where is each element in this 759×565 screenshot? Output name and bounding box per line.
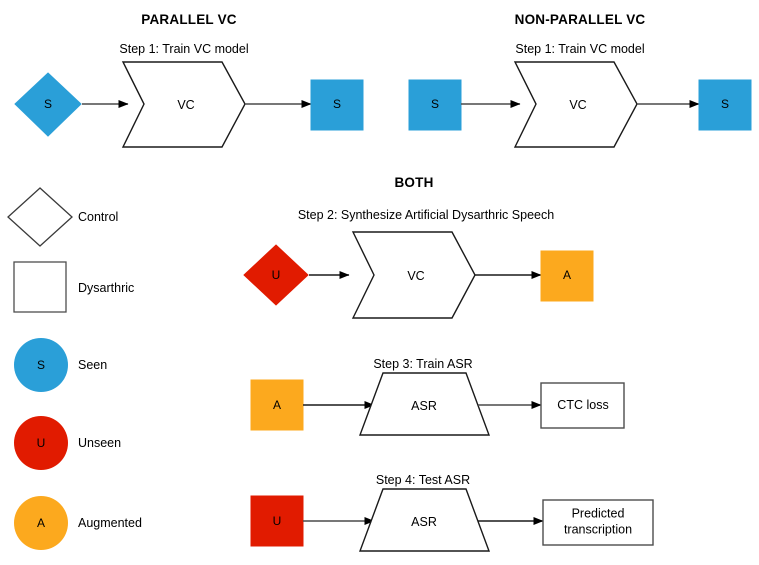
legend-label-unseen: Unseen [78, 436, 122, 450]
step3-source-square [250, 379, 304, 431]
step3-asr-label: ASR [411, 398, 437, 413]
legend-augmented-circle [14, 496, 68, 550]
step2-source-label: U [271, 268, 281, 283]
nonparallel-vc-chevron [513, 61, 638, 148]
parallel-source-diamond [14, 72, 82, 137]
nonparallel-source-square [408, 79, 462, 131]
step2-vc-chevron [351, 231, 476, 319]
step4-output-box [542, 499, 654, 546]
legend-unseen-token: U [36, 436, 46, 451]
step4-asr-label: ASR [411, 514, 437, 529]
legend-unseen-circle [14, 416, 68, 470]
nonparallel-source-label: S [430, 97, 440, 112]
step3-output-label: CTC loss [557, 398, 609, 413]
legend-seen-token: S [36, 358, 46, 373]
legend-control-diamond [7, 187, 73, 247]
nonparallel-vc-label: VC [569, 97, 587, 112]
parallel-vc-chevron [121, 61, 246, 148]
parallel-target-label: S [332, 97, 342, 112]
nonparallel-target-label: S [720, 97, 730, 112]
nonparallel-target-square [698, 79, 752, 131]
legend-seen-circle [14, 338, 68, 392]
step-label-3: Step 3: Train ASR [373, 357, 473, 371]
section-title-parallel: PARALLEL VC [141, 12, 237, 27]
legend-label-control: Control [78, 210, 119, 224]
legend-label-seen: Seen [78, 358, 108, 372]
step-label-4: Step 4: Test ASR [375, 473, 471, 487]
step3-output-box [540, 382, 625, 429]
legend-label-dysarthric: Dysarthric [78, 281, 135, 295]
step-label-1-nonparallel: Step 1: Train VC model [515, 42, 645, 56]
step4-output-line1: Predicted [571, 506, 625, 521]
parallel-vc-label: VC [177, 97, 195, 112]
step4-asr-trapezoid [358, 488, 491, 552]
step3-source-label: A [272, 398, 282, 413]
step2-target-label: A [562, 268, 572, 283]
step2-source-diamond [243, 244, 309, 306]
step4-source-label: U [272, 514, 282, 529]
section-title-both: BOTH [394, 175, 434, 190]
step-label-2: Step 2: Synthesize Artificial Dysarthric… [297, 208, 555, 222]
legend-label-augmented: Augmented [78, 516, 142, 530]
step2-vc-label: VC [407, 268, 425, 283]
step-label-1-parallel: Step 1: Train VC model [119, 42, 249, 56]
legend-dysarthric-square [13, 261, 67, 313]
step3-asr-trapezoid [358, 372, 491, 436]
parallel-source-label: S [43, 97, 53, 112]
step4-output-label: Predicted transcription [564, 506, 632, 537]
section-title-nonparallel: NON-PARALLEL VC [514, 12, 646, 27]
parallel-target-square [310, 79, 364, 131]
step2-target-square [540, 250, 594, 302]
step4-output-line2: transcription [563, 522, 633, 536]
legend-augmented-token: A [36, 516, 46, 531]
